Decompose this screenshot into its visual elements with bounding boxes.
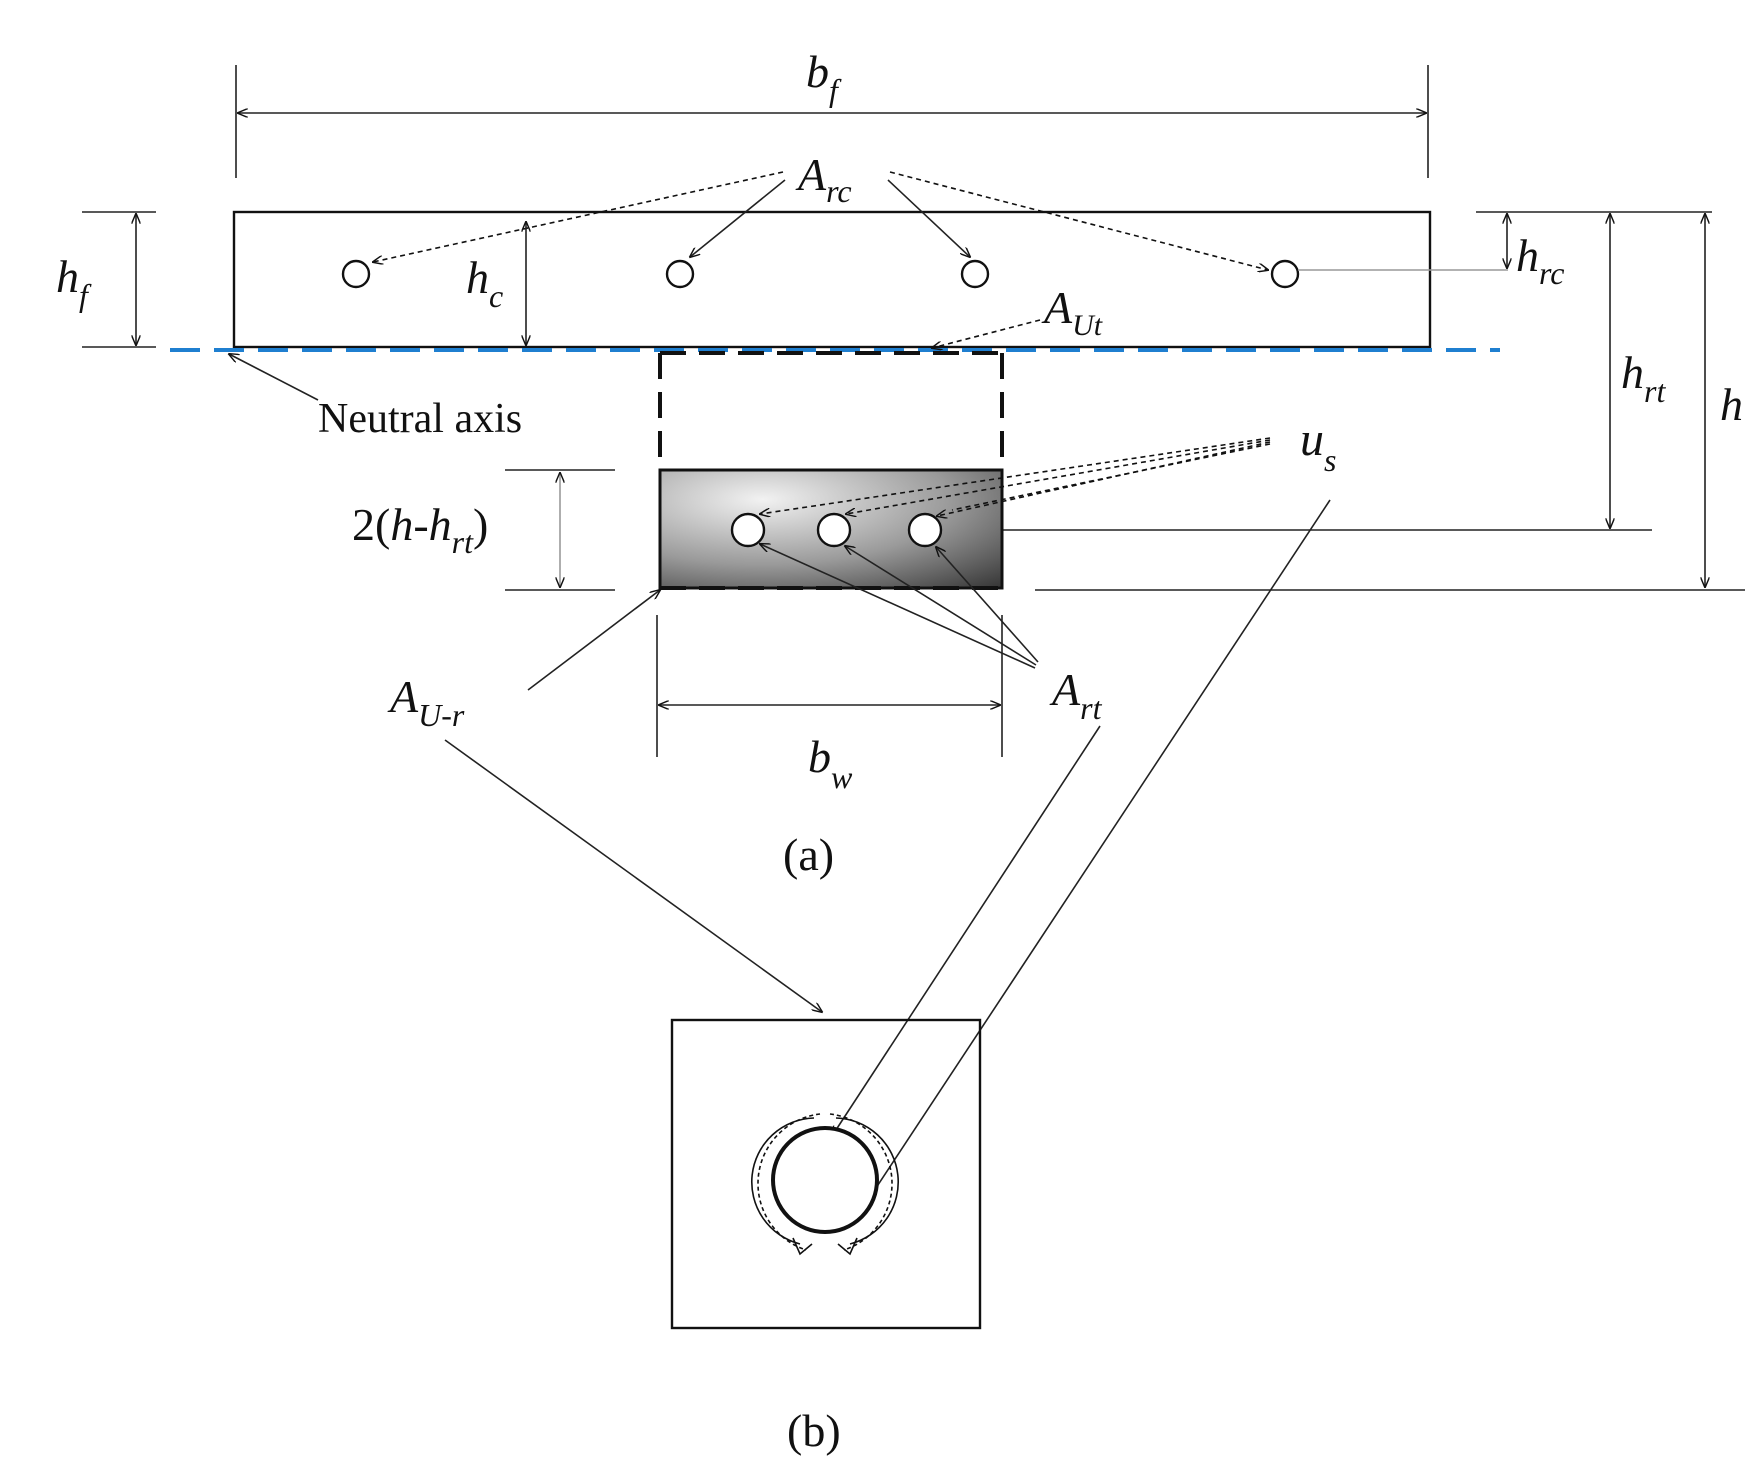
art-annotation: Art — [760, 544, 1103, 1136]
hrt-label: hrt — [1621, 347, 1666, 409]
aut-annotation: AUt — [932, 282, 1103, 348]
bond-arrow-left — [750, 1117, 815, 1245]
hc-dimension: hc — [466, 222, 526, 345]
aut-label: AUt — [1041, 282, 1103, 342]
right-dimensions: hrc hrt h — [948, 211, 1745, 591]
us-annotation: us — [760, 413, 1336, 1200]
hrc-label: hrc — [1516, 230, 1564, 291]
hf-label: hf — [56, 251, 92, 313]
bond-arrow-right — [835, 1117, 900, 1245]
bw-label: bw — [808, 731, 853, 795]
web-outline — [658, 351, 1004, 470]
bf-label: bf — [806, 46, 842, 108]
aur-label: AU-r — [387, 671, 465, 733]
bf-dimension: bf — [235, 46, 1429, 178]
aur-annotation: AU-r — [387, 590, 822, 1012]
arc-label: Arc — [795, 149, 852, 209]
two-h-dimension: 2(h-hrt) — [352, 469, 615, 591]
us-label: us — [1300, 413, 1336, 478]
tension-rebars — [730, 512, 943, 548]
hf-dimension: hf — [56, 211, 156, 348]
detail-rebar — [771, 1126, 879, 1234]
neutral-axis: Neutral axis — [170, 348, 1500, 442]
detail-b — [670, 1018, 982, 1330]
two-h-label: 2(h-hrt) — [352, 499, 488, 560]
flange-outline — [232, 210, 1432, 349]
bw-dimension: bw — [656, 615, 1003, 795]
caption-a: (a) — [783, 829, 834, 880]
art-label: Art — [1049, 664, 1103, 726]
h-label: h — [1720, 379, 1743, 430]
neutral-axis-label: Neutral axis — [318, 396, 522, 442]
caption-b: (b) — [787, 1405, 841, 1456]
hc-label: hc — [466, 252, 503, 314]
arc-annotation: Arc — [373, 149, 1268, 270]
compression-rebars — [341, 259, 1300, 289]
